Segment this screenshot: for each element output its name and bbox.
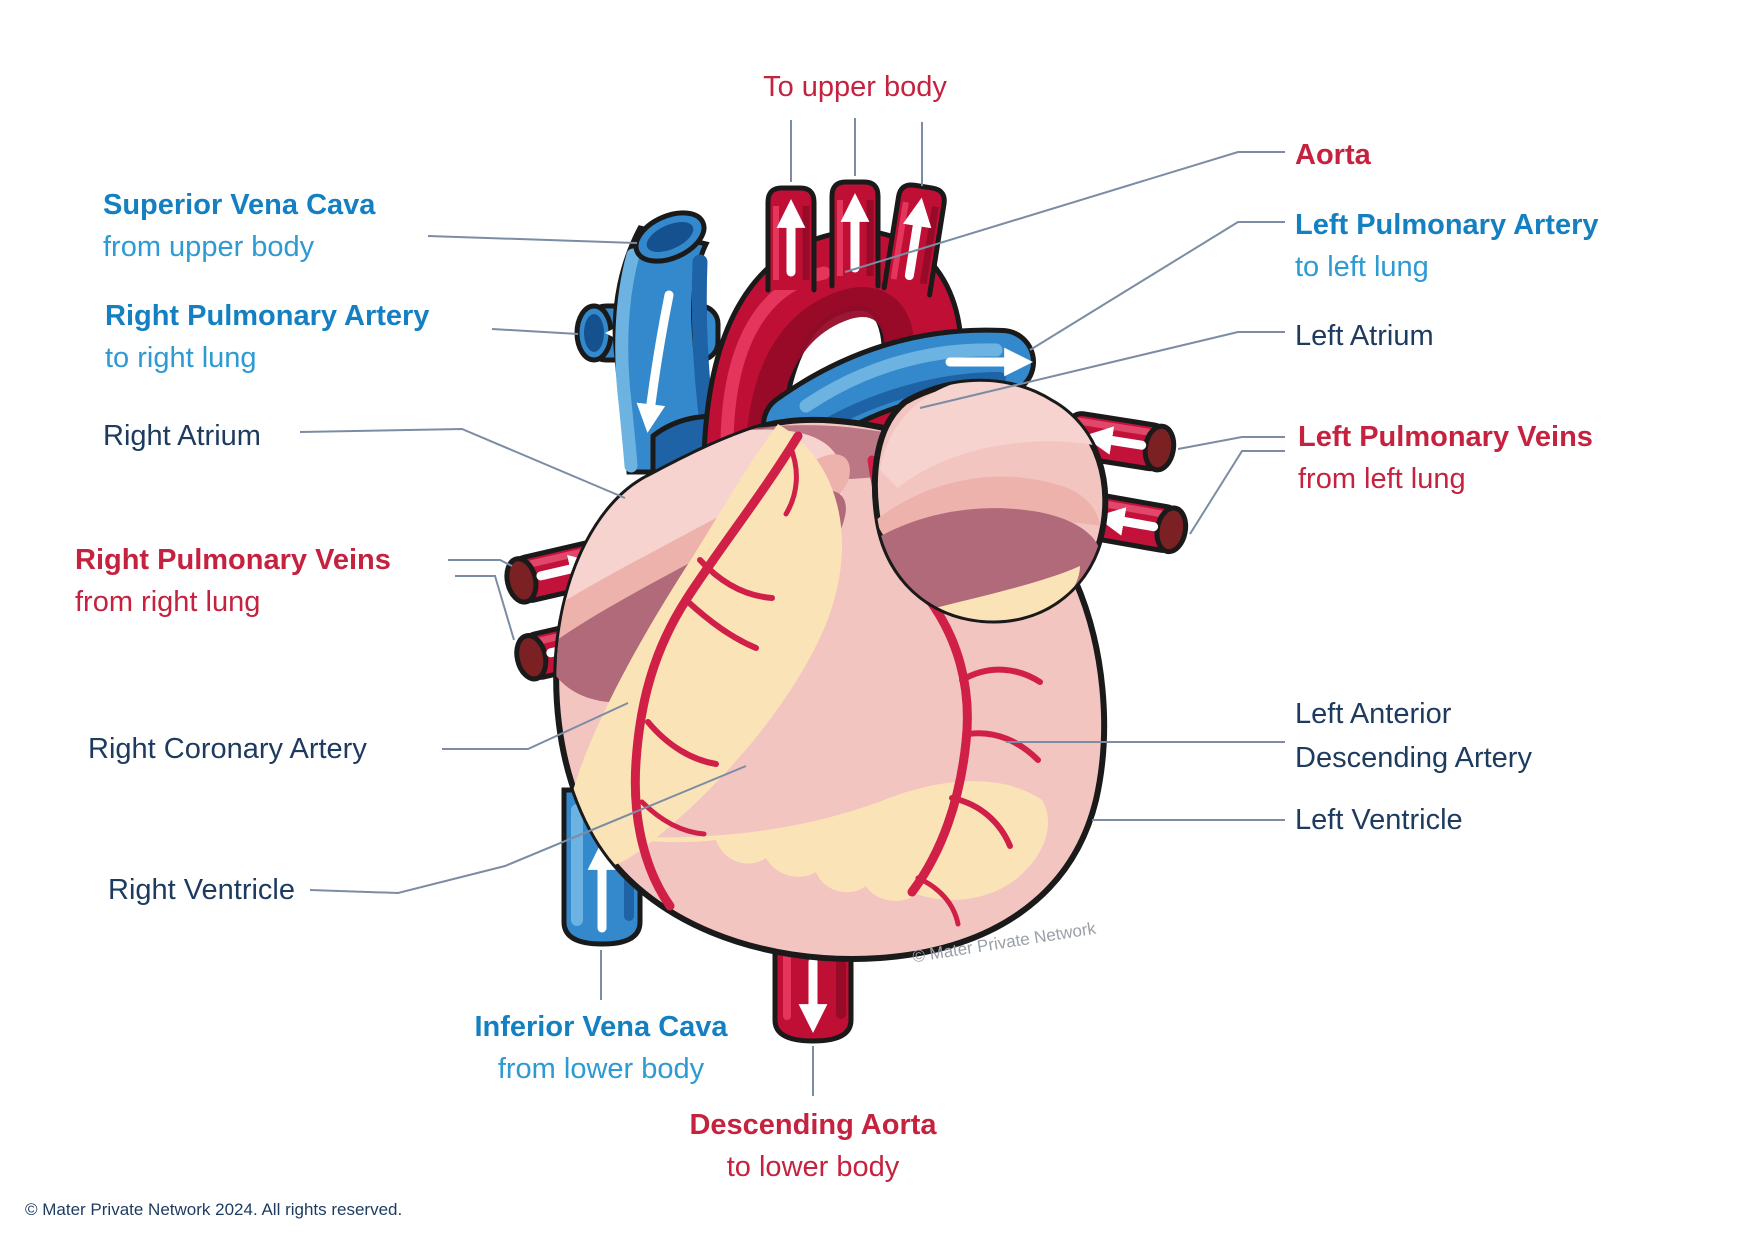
label-left-anterior-descending-artery: Left Anterior Descending Artery (1295, 692, 1532, 780)
label-left-pulmonary-veins: Left Pulmonary Veins from left lung (1298, 416, 1593, 500)
leader-left-pulmonary-veins-1 (1177, 436, 1285, 450)
label-left-pulmonary-artery-subtitle: to left lung (1295, 251, 1429, 283)
flow-arrow-icon (1095, 507, 1159, 536)
label-right-coronary-artery: Right Coronary Artery (88, 733, 367, 765)
leader-right-coronary-artery (442, 702, 629, 750)
label-right-ventricle: Right Ventricle (108, 874, 295, 906)
label-right-pulmonary-veins-subtitle: from right lung (75, 586, 261, 618)
label-left-anterior-descending-line2: Descending Artery (1295, 742, 1532, 774)
label-right-pulmonary-artery-subtitle: to right lung (105, 342, 257, 374)
copyright-notice: © Mater Private Network 2024. All rights… (25, 1200, 403, 1219)
label-descending-aorta-subtitle: to lower body (726, 1151, 900, 1183)
label-superior-vena-cava: Superior Vena Cava from upper body (103, 184, 375, 268)
label-right-pulmonary-artery: Right Pulmonary Artery to right lung (105, 295, 429, 379)
label-inferior-vena-cava: Inferior Vena Cava from lower body (451, 1006, 751, 1090)
leader-lines (299, 118, 1285, 1096)
label-left-pulmonary-artery: Left Pulmonary Artery to left lung (1295, 204, 1599, 288)
leader-superior-vena-cava (427, 235, 638, 244)
label-right-atrium: Right Atrium (103, 420, 261, 452)
leader-right-atrium (299, 427, 626, 499)
label-superior-vena-cava-subtitle: from upper body (103, 231, 315, 263)
leader-aorta (844, 151, 1285, 273)
label-descending-aorta: Descending Aorta to lower body (663, 1104, 963, 1188)
flow-arrow-icon (1083, 426, 1147, 455)
label-left-ventricle: Left Ventricle (1295, 804, 1463, 836)
label-left-atrium: Left Atrium (1295, 320, 1434, 352)
label-right-pulmonary-artery-title: Right Pulmonary Artery (105, 300, 430, 332)
label-right-pulmonary-veins-title: Right Pulmonary Veins (75, 544, 391, 576)
label-right-pulmonary-veins: Right Pulmonary Veins from right lung (75, 539, 391, 623)
label-aorta: Aorta (1295, 139, 1371, 171)
leader-right-pulmonary-veins-2 (455, 575, 515, 641)
leader-right-pulmonary-veins-1 (448, 559, 513, 567)
label-inferior-vena-cava-title: Inferior Vena Cava (474, 1011, 728, 1043)
flow-arrow-icon (636, 290, 674, 433)
label-left-pulmonary-veins-title: Left Pulmonary Veins (1298, 421, 1593, 453)
leader-left-pulmonary-veins-2 (1189, 450, 1285, 535)
label-descending-aorta-title: Descending Aorta (689, 1109, 937, 1141)
flow-arrow-icon (902, 197, 932, 281)
label-left-pulmonary-veins-subtitle: from left lung (1298, 463, 1466, 495)
descending-aorta-vessel (772, 935, 854, 1044)
label-left-anterior-descending-line1: Left Anterior (1295, 698, 1452, 730)
leader-left-atrium (919, 331, 1285, 409)
leader-right-pulmonary-artery (491, 328, 579, 335)
left-atrium-bulge (871, 378, 1109, 624)
superior-vena-cava-vessel (612, 210, 718, 475)
leader-left-pulmonary-artery (1029, 221, 1285, 351)
label-to-upper-body: To upper body (763, 71, 947, 103)
label-left-pulmonary-artery-title: Left Pulmonary Artery (1295, 209, 1599, 241)
label-superior-vena-cava-title: Superior Vena Cava (103, 189, 376, 221)
label-inferior-vena-cava-subtitle: from lower body (497, 1053, 705, 1085)
leader-right-ventricle (309, 765, 747, 895)
